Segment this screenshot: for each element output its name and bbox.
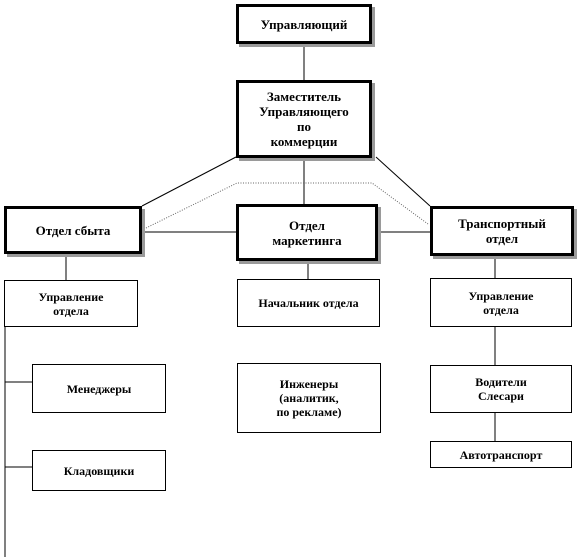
dotted-outline [145,182,429,229]
node-marketing-engineers-label: Инженеры (аналитик, по рекламе) [276,377,342,419]
node-sales-department-label: Отдел сбыта [35,222,111,238]
node-transport-management: Управление отдела [430,278,572,327]
node-sales-management: Управление отдела [4,280,138,327]
node-sales-department: Отдел сбыта [4,206,142,254]
node-deputy-label: Заместитель Управляющего по коммерции [259,89,349,149]
node-sales-managers-label: Менеджеры [66,381,132,396]
node-transport-drivers-label: Водители Слесари [475,375,527,403]
node-transport-department: Транспортный отдел [430,206,574,256]
node-sales-storekeepers-label: Кладовщики [63,463,135,478]
link-deputy-sales [141,156,237,207]
link-deputy-transport [375,156,431,207]
node-transport-vehicles: Автотранспорт [430,441,572,468]
node-deputy: Заместитель Управляющего по коммерции [236,80,372,158]
node-sales-storekeepers: Кладовщики [32,450,166,491]
node-transport-drivers: Водители Слесари [430,365,572,413]
node-manager: Управляющий [236,4,372,44]
node-marketing-head: Начальник отдела [237,279,380,327]
node-manager-label: Управляющий [260,16,348,32]
node-marketing-department-label: Отдел маркетинга [272,217,342,248]
node-marketing-department: Отдел маркетинга [236,204,378,261]
node-sales-management-label: Управление отдела [38,289,104,318]
node-transport-vehicles-label: Автотранспорт [459,447,543,462]
node-marketing-engineers: Инженеры (аналитик, по рекламе) [237,363,381,433]
node-sales-managers: Менеджеры [32,364,166,413]
node-transport-management-label: Управление отдела [468,288,534,317]
node-transport-department-label: Транспортный отдел [458,216,546,246]
node-marketing-head-label: Начальник отдела [258,296,359,310]
